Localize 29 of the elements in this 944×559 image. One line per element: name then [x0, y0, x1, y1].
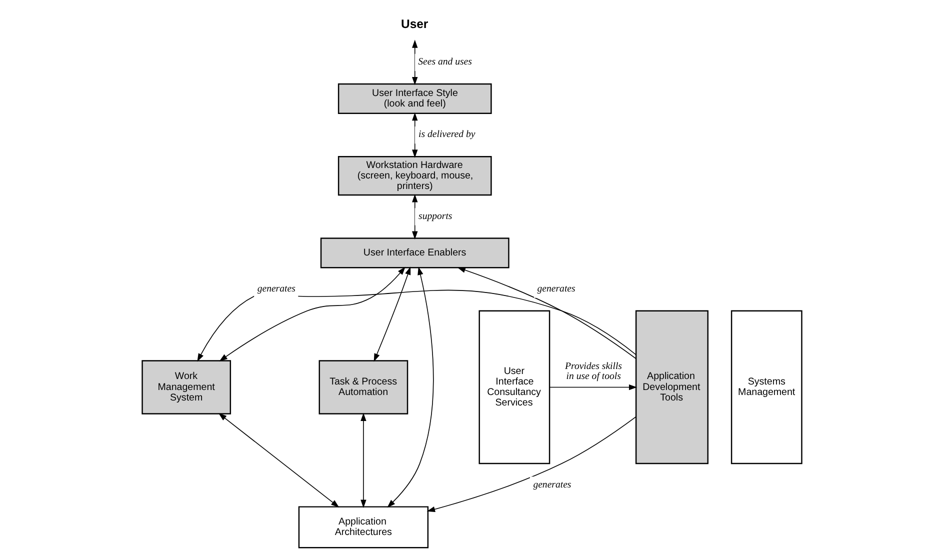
arrow — [412, 40, 418, 86]
arrow — [457, 267, 636, 359]
edge-label: generates — [537, 283, 576, 294]
edge-label: generates — [257, 283, 296, 294]
node-box: User Interface Consultancy Services — [478, 310, 550, 464]
node-box: Systems Management — [730, 310, 802, 464]
node-box: Application Architectures — [298, 506, 429, 548]
arrow — [219, 266, 406, 362]
node-text: User — [400, 17, 428, 32]
node-box: Work Management System — [142, 360, 232, 414]
arrow — [412, 112, 418, 158]
arrow — [218, 413, 340, 508]
edge-label: supports — [418, 210, 452, 222]
node-box: Workstation Hardware (screen, keyboard, mouse, printers) — [338, 156, 492, 196]
edge-label: Provides skills in use of tools — [565, 360, 622, 382]
arrow — [412, 194, 418, 240]
arrow — [426, 416, 636, 512]
node-box: Task & Process Automation — [318, 360, 408, 414]
arrow — [374, 266, 411, 362]
node-box: Application Development Tools — [635, 310, 708, 464]
node-box: User Interface Enablers — [320, 238, 510, 268]
arrow — [549, 384, 638, 390]
arrow — [387, 266, 434, 508]
edge-label: Sees and uses — [418, 56, 472, 68]
arrow — [197, 290, 636, 362]
arrow — [360, 412, 366, 508]
edge-label: generates — [533, 479, 572, 490]
edge-label: is delivered by — [418, 129, 476, 140]
node-box: User Interface Style (look and feel) — [338, 83, 492, 114]
